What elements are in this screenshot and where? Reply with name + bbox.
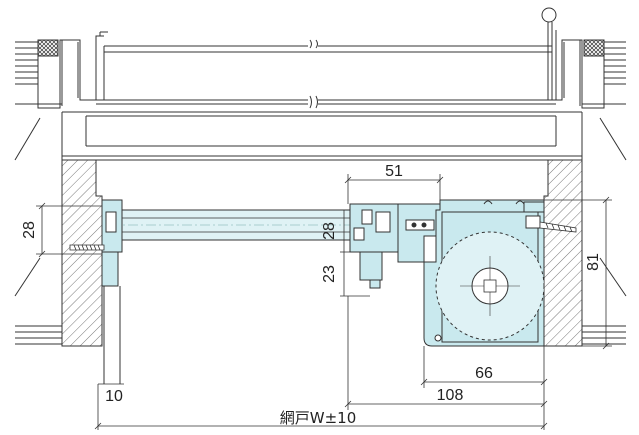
screen-mesh	[101, 209, 353, 241]
dimension-lines	[36, 174, 612, 430]
middle-sill	[14, 111, 627, 161]
upper-window-frame	[15, 22, 626, 109]
left-mesh-frame	[101, 199, 123, 384]
lower-siding-lines	[14, 257, 627, 345]
dim-28-inner: 28	[321, 222, 338, 240]
left-screw	[69, 244, 105, 251]
break-marks	[308, 39, 318, 109]
right-wall	[543, 159, 583, 347]
right-seal-block	[583, 39, 605, 57]
roller-box	[423, 199, 545, 347]
handle-knob	[541, 7, 557, 23]
right-screw	[539, 221, 577, 233]
dim-108: 108	[437, 387, 464, 404]
dim-51: 51	[385, 163, 403, 180]
left-wall	[61, 159, 103, 347]
dim-28-left: 28	[21, 221, 38, 239]
dim-23: 23	[321, 265, 338, 283]
dim-66: 66	[475, 365, 493, 382]
left-seal-block	[37, 39, 59, 57]
dim-overall-width: 網戸W±10	[280, 409, 357, 427]
dim-81: 81	[585, 253, 602, 271]
dim-10: 10	[105, 388, 123, 405]
dimension-ticks	[38, 176, 610, 430]
guide-rail	[349, 203, 441, 289]
